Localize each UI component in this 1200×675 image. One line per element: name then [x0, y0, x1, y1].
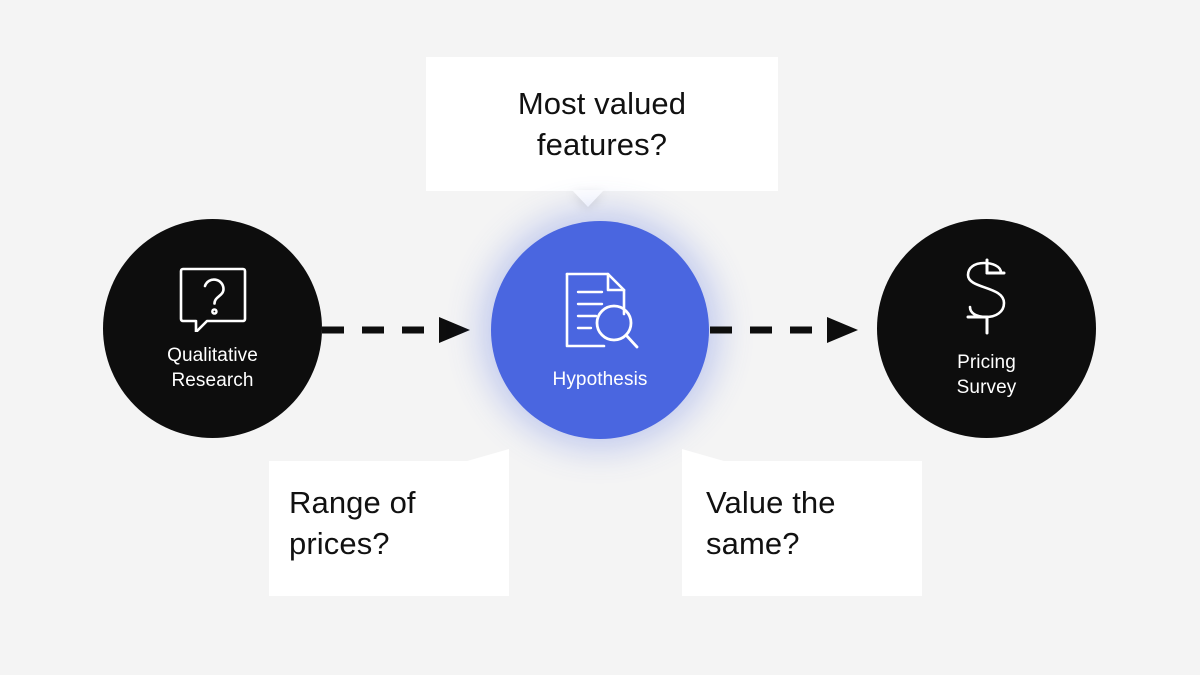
node-qualitative-research[interactable]: Qualitative Research: [103, 219, 322, 438]
node-label: Qualitative Research: [167, 345, 258, 391]
document-magnifier-icon: [558, 268, 642, 361]
arrowhead-icon: [439, 317, 470, 343]
callout-text: Most valued features?: [517, 86, 687, 162]
connector-qualitative-to-hypothesis: [322, 315, 470, 345]
connector-hypothesis-to-pricing: [710, 315, 858, 345]
callout-value-the-same: Value the same?: [682, 449, 922, 596]
dollar-sign-icon: [956, 257, 1018, 344]
speech-bubble-question-icon: [177, 264, 249, 337]
arrowhead-icon: [827, 317, 858, 343]
node-hypothesis[interactable]: Hypothesis: [491, 221, 709, 439]
callout-tail-bottom-center: [572, 190, 604, 207]
callout-range-of-prices: Range of prices?: [269, 449, 509, 596]
node-pricing-survey[interactable]: Pricing Survey: [877, 219, 1096, 438]
callout-text: Range of prices?: [289, 484, 416, 561]
node-label: Hypothesis: [552, 369, 648, 390]
node-label: Pricing Survey: [956, 352, 1017, 398]
callout-most-valued-features: Most valued features?: [426, 57, 778, 191]
callout-text: Value the same?: [706, 484, 836, 561]
